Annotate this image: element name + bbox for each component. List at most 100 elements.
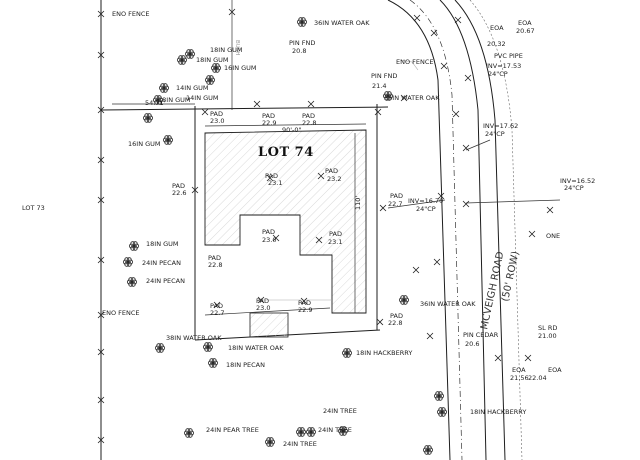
sl-rd-value: 21.00 [538,332,557,340]
invert-label: INV=16.52 [560,177,595,185]
neighbor-lot-label: LOT 73 [22,204,45,212]
spot-marker [97,311,105,319]
building-pad [204,129,367,314]
invert-label: INV=17.53 [486,62,521,70]
spot-value: 22.7 [210,309,224,317]
pipe-inverts: INV=17.53 24"CP INV=17.62 24"CP INV=16.7… [408,62,595,213]
spot-marker [97,348,105,356]
pvc-pipe-label: PVC PIPE [494,52,523,60]
tree-icon [207,358,218,368]
spot-marker [317,172,325,180]
spot-value: 22.7 [388,200,402,208]
tree-label: 24IN PEAR TREE [206,426,259,434]
spot-value: 23.0 [210,117,224,125]
tree-label: 16IN GUM [128,140,161,148]
invert-size: 24"CP [564,184,584,192]
tree-label: 36IN WATER OAK [420,300,476,308]
fence-label-mid: ENO FENCE [396,58,434,66]
tree-icon-shape [337,426,348,436]
fence-label-top: ENO FENCE [112,10,150,18]
invert-label: INV=16.70 [408,197,443,205]
tree-icon-shape [341,348,352,358]
road-edge-east [454,0,506,460]
spot-marker [201,108,209,116]
tree-icon-shape [126,277,137,287]
spot-value: 21.4 [372,82,386,90]
tree-icon [337,426,348,436]
tree-label: 18IN HACKBERRY [470,408,526,416]
spot-name: PAD [390,312,403,320]
spot-name: PAD [302,112,315,120]
spot-marker [413,14,421,22]
tree-icon-shape [204,75,215,85]
spot-value: 22.8 [208,261,222,269]
spot-value: 22.9 [298,306,312,314]
spot-marker [433,258,441,266]
spot-value: 23.0 [262,236,276,244]
spot-name: PAD [210,110,223,118]
spot-elevations: PAD 23.0 PAD 22.9 PAD 22.8 PAD 23.1 PAD … [172,19,562,382]
spot-name: EOA [518,19,532,27]
spot-marker [400,94,408,102]
spot-marker [426,332,434,340]
spot-value: 20.67 [516,27,535,35]
road-row-line [469,0,523,460]
spot-name: PAD [256,297,269,305]
tree-icon [122,257,133,267]
depth-dimension: 110' [354,196,362,210]
bush-label: BUSH [234,40,240,55]
tree-icon [158,83,169,93]
tree-icon-shape [207,358,218,368]
tree-label: 38IN WATER OAK [166,334,222,342]
tree-icon [152,95,163,105]
tree-label: 18IN HACKBERRY [356,349,412,357]
spot-name: EOA [490,24,504,32]
tree-label: 18IN PECAN [226,361,265,369]
spot-marker [257,296,265,304]
culvert-line [465,199,561,204]
tree-icon-shape [264,437,275,447]
tree-label: 36IN WATER OAK [314,19,370,27]
tree-icon [295,427,306,437]
tree-icon-shape [398,295,409,305]
spot-value: 22.6 [172,189,186,197]
spot-value: 20.32 [487,40,506,48]
pad-extension [249,312,289,338]
spot-marker [272,234,280,242]
spot-marker [307,100,315,108]
tree-icon [128,241,139,251]
road-edge-west [387,0,451,460]
spot-marker [376,318,384,326]
tree-icon-shape [295,427,306,437]
tree-icon-shape [184,49,195,59]
tree-icon [126,277,137,287]
tree-icon-shape [154,343,165,353]
spot-marker [266,174,274,182]
spot-marker [379,204,387,212]
tree-label: 18IN WATER OAK [228,344,284,352]
tree-label: 36IN WATER OAK [384,94,440,102]
tree-symbols [122,17,447,455]
tree-icon [398,295,409,305]
spot-marker [191,186,199,194]
spot-value: 20.8 [292,47,306,55]
front-dimension-line [204,123,367,127]
spot-marker [97,106,105,114]
tree-icon-shape [152,95,163,105]
invert-label: INV=17.62 [483,122,518,130]
tree-icon [382,91,393,101]
spot-marker [454,16,462,24]
tree-label: 14IN GUM [176,84,209,92]
spot-value: 23.0 [256,304,270,312]
tree-label: 24IN PECAN [142,259,181,267]
tree-label: 24IN TREE [283,440,317,448]
tree-label: 16IN GUM [224,64,257,72]
spot-name: PIN CEDAR [463,331,499,339]
spot-name: PAD [262,228,275,236]
spot-name: PIN FND [289,39,315,47]
tree-icon [142,113,153,123]
spot-name: PAD [329,230,342,238]
tree-icon [433,391,444,401]
spot-marker [97,10,105,18]
